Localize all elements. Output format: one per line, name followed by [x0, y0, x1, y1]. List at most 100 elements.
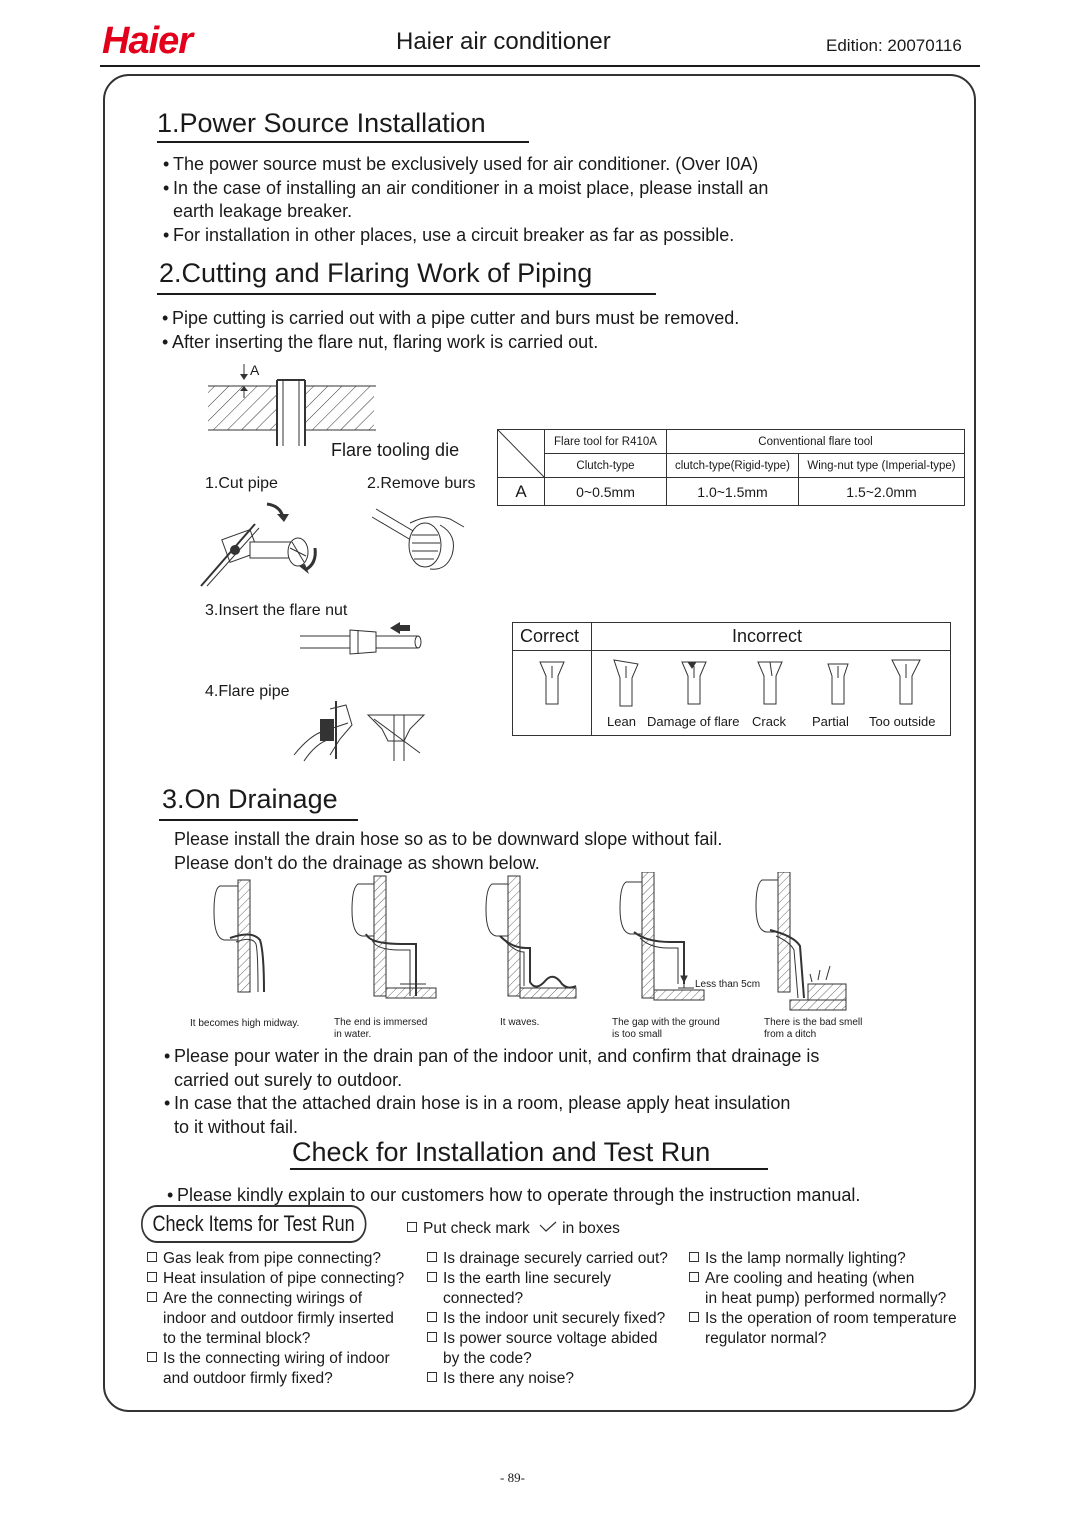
label-crack: Crack — [752, 714, 786, 729]
caption-waves: It waves. — [500, 1017, 539, 1029]
checklist-item: Is the connecting wiring of indoor — [147, 1349, 404, 1369]
header-title: Haier air conditioner — [396, 28, 611, 55]
pipe-cutter-drawing — [200, 502, 317, 587]
checklist-item: Is the earth line securely — [427, 1269, 668, 1289]
label-lean: Lean — [607, 714, 636, 729]
label-damage: Damage of flare — [647, 714, 740, 729]
section4-bullet: Please kindly explain to our customers h… — [177, 1184, 860, 1208]
caption-gap-small: The gap with the ground is too small — [612, 1017, 720, 1041]
checklist-item-text: in heat pump) performed normally? — [705, 1290, 947, 1307]
value-wingnut: 1.5~2.0mm — [798, 477, 965, 506]
section1-underline — [157, 141, 529, 143]
checklist-item: by the code? — [427, 1349, 668, 1369]
value-r410a: 0~0.5mm — [544, 477, 667, 506]
note-less-than-5cm: Less than 5cm — [695, 979, 761, 990]
checklist-col3: Is the lamp normally lighting? Are coolin… — [689, 1249, 957, 1349]
caption-high-midway-line: It becomes high midway. — [190, 1018, 300, 1029]
put-check-pre: Put check mark — [423, 1220, 530, 1237]
checklist-item-text: Is power source voltage abided — [443, 1330, 658, 1347]
caption-bad-smell-line2: from a ditch — [764, 1029, 817, 1040]
checklist-item-text: to the terminal block? — [163, 1330, 311, 1347]
checklist-item: and outdoor firmly fixed? — [147, 1369, 404, 1389]
page-number: - 89- — [500, 1470, 525, 1485]
checkbox-icon[interactable] — [147, 1352, 157, 1362]
section1-title: 1.Power Source Installation — [157, 108, 486, 138]
section1-bullet-3: For installation in other places, use a … — [173, 224, 768, 248]
die-marker-a: A — [250, 362, 260, 378]
caption-waves-line: It waves. — [500, 1017, 540, 1028]
checklist-item-text: regulator normal? — [705, 1330, 827, 1347]
checkbox-icon[interactable] — [427, 1252, 437, 1262]
header-edition: Edition: 20070116 — [826, 36, 962, 55]
section3-bullet-2-cont: to it without fail. — [174, 1116, 299, 1137]
checklist-item: in heat pump) performed normally? — [689, 1289, 957, 1309]
section3-intro: Please install the drain hose so as to b… — [174, 828, 722, 875]
checklist-item-text: indoor and outdoor firmly inserted — [163, 1310, 394, 1327]
section4-bullet-wrap: Please kindly explain to our customers h… — [177, 1184, 860, 1208]
drainage-figures — [213, 872, 847, 1011]
step-insert-flare-nut: 3.Insert the flare nut — [205, 602, 348, 619]
sub-wingnut: Wing-nut type (Imperial-type) — [798, 453, 965, 478]
label-partial: Partial — [812, 714, 849, 729]
checklist-item-text: Are cooling and heating (when — [705, 1270, 915, 1287]
haier-logo: Haier — [102, 20, 196, 60]
checklist-item-text: connected? — [443, 1290, 524, 1307]
sub-clutch: Clutch-type — [544, 453, 667, 478]
checklist-item: to the terminal block? — [147, 1329, 404, 1349]
die-label: Flare tooling die — [331, 440, 460, 460]
caption-bad-smell: There is the bad smell from a ditch — [764, 1017, 862, 1041]
checklist-item: regulator normal? — [689, 1329, 957, 1349]
checklist-item: connected? — [427, 1289, 668, 1309]
section4-title: Check for Installation and Test Run — [292, 1137, 711, 1167]
checklist-item-text: Is the operation of room temperature — [705, 1310, 957, 1327]
section1-bullets: The power source must be exclusively use… — [173, 153, 768, 247]
section3-title: 3.On Drainage — [162, 784, 338, 814]
flare-check-box — [512, 622, 951, 736]
checkbox-icon[interactable] — [689, 1312, 699, 1322]
checkbox-icon[interactable] — [689, 1252, 699, 1262]
checklist-item-text: Is the lamp normally lighting? — [705, 1250, 906, 1267]
flaring-tool-drawing — [293, 701, 426, 762]
checklist-item-text: Gas leak from pipe connecting? — [163, 1250, 381, 1267]
caption-immersed-line1: The end is immersed — [334, 1017, 428, 1028]
put-check-post: in boxes — [562, 1220, 620, 1237]
checkbox-icon[interactable] — [427, 1312, 437, 1322]
checkbox-icon[interactable] — [427, 1272, 437, 1282]
checklist-item: Are cooling and heating (when — [689, 1269, 957, 1289]
checkbox-icon[interactable] — [147, 1252, 157, 1262]
label-incorrect: Incorrect — [732, 626, 803, 646]
checklist-col1: Gas leak from pipe connecting? Heat insul… — [147, 1249, 404, 1389]
checklist-item: Heat insulation of pipe connecting? — [147, 1269, 404, 1289]
checklist-item: Is drainage securely carried out? — [427, 1249, 668, 1269]
section3-underline — [159, 819, 358, 821]
checklist-item-text: by the code? — [443, 1350, 532, 1367]
caption-bad-smell-line1: There is the bad smell — [764, 1017, 863, 1028]
checkbox-icon[interactable] — [689, 1272, 699, 1282]
deburring-drawing — [371, 508, 465, 570]
sub-clutch-rigid: clutch-type(Rigid-type) — [666, 453, 799, 478]
flare-table-corner — [497, 429, 545, 478]
checklist-item: indoor and outdoor firmly inserted — [147, 1309, 404, 1329]
check-mark-icon — [539, 1221, 557, 1232]
checklist-item-text: and outdoor firmly fixed? — [163, 1370, 333, 1387]
checkbox-icon[interactable] — [427, 1332, 437, 1342]
flare-check-divider-h — [512, 650, 951, 651]
checkbox-icon[interactable] — [147, 1292, 157, 1302]
checklist-item-text: Is the connecting wiring of indoor — [163, 1350, 390, 1367]
section3-intro-2: Please don't do the drainage as shown be… — [174, 852, 540, 873]
caption-immersed-line2: in water. — [334, 1029, 372, 1040]
flare-die-drawing — [208, 364, 376, 446]
checklist-item-text: Is the indoor unit securely fixed? — [443, 1310, 666, 1327]
caption-immersed: The end is immersed in water. — [334, 1017, 427, 1041]
checkbox-icon[interactable] — [147, 1272, 157, 1282]
section3-bullet-1: Please pour water in the drain pan of th… — [174, 1045, 819, 1069]
section2-title: 2.Cutting and Flaring Work of Piping — [159, 258, 593, 288]
section3-bullet-1-cont: carried out surely to outdoor. — [174, 1069, 403, 1090]
section3-bullet-2: In case that the attached drain hose is … — [174, 1092, 819, 1116]
checklist-item: Is power source voltage abided — [427, 1329, 668, 1349]
checklist-item: Is the lamp normally lighting? — [689, 1249, 957, 1269]
label-correct: Correct — [520, 626, 580, 646]
checkbox-icon[interactable] — [427, 1372, 437, 1382]
corner-diagonal — [498, 430, 545, 478]
section1-bullet-1: The power source must be exclusively use… — [173, 153, 768, 177]
